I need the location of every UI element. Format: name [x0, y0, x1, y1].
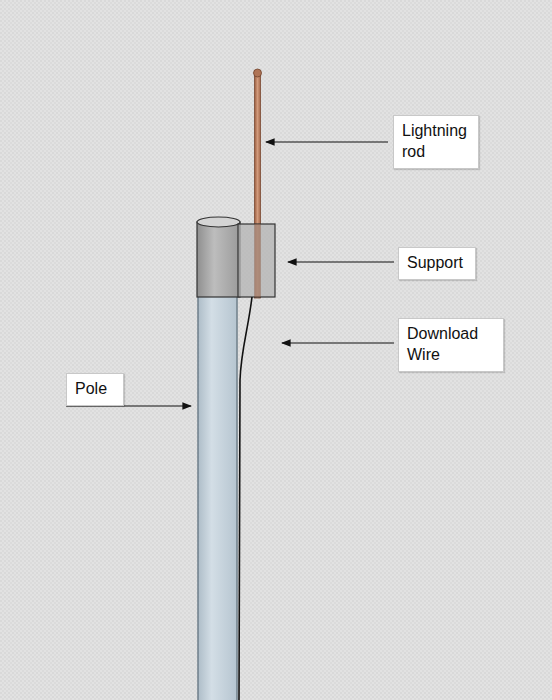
part-label: Support — [407, 253, 467, 274]
label-box: Pole — [66, 373, 124, 406]
rod-in-clamp — [255, 224, 261, 297]
part-label: Lightning rod — [402, 121, 470, 163]
part-label: Download Wire — [407, 324, 495, 366]
rod-tip — [254, 69, 262, 77]
leader-arrow — [266, 141, 388, 142]
leader-arrow — [288, 261, 394, 262]
label-box: Download Wire — [398, 318, 504, 372]
pole-shaft — [198, 250, 237, 700]
part-label: Pole — [75, 379, 115, 400]
download-wire — [239, 297, 252, 700]
support-clamp — [238, 224, 275, 297]
support-collar-top — [197, 217, 240, 227]
leader-arrow — [282, 342, 394, 343]
label-box: Lightning rod — [393, 115, 479, 169]
label-box: Support — [398, 247, 476, 280]
lightning-rod — [255, 74, 261, 298]
support-collar — [197, 222, 240, 297]
